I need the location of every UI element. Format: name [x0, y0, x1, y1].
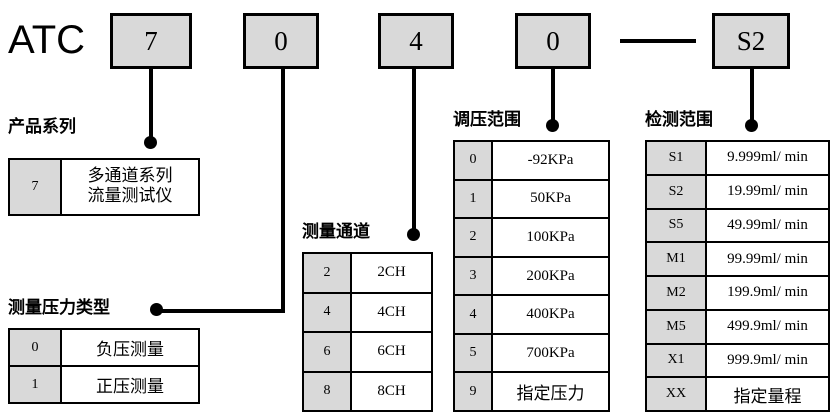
- cell-value: 700KPa: [493, 334, 608, 372]
- cell-value: 8CH: [352, 372, 431, 410]
- cell-code: 5: [455, 334, 493, 372]
- table-row: 8 8CH: [304, 372, 431, 410]
- code-box-series[interactable]: 7: [110, 13, 192, 69]
- cell-code: M5: [647, 310, 707, 343]
- table-row: XX 指定量程: [647, 378, 828, 410]
- cell-value: 4CH: [352, 293, 431, 331]
- table-product-series: 7 多通道系列 流量测试仪: [8, 158, 200, 216]
- table-row: 0 负压测量: [10, 330, 198, 367]
- cell-value: 499.9ml/ min: [707, 310, 828, 343]
- code-box-pressure-range[interactable]: 0: [515, 13, 591, 69]
- cell-code: 4: [455, 296, 493, 333]
- code-box-detection-range[interactable]: S2: [712, 13, 790, 69]
- cell-value: 负压测量: [62, 330, 198, 365]
- table-row: M2 199.9ml/ min: [647, 277, 828, 311]
- cell-code: 0: [10, 330, 62, 365]
- cell-value: 2CH: [352, 254, 431, 292]
- cell-value: -92KPa: [493, 142, 608, 179]
- caption-channels: 测量通道: [302, 222, 370, 242]
- code-box-channels[interactable]: 4: [378, 13, 454, 69]
- connector-line-pressure-type-horizontal: [155, 309, 285, 313]
- cell-value: 100KPa: [493, 219, 608, 256]
- cell-code: 1: [10, 367, 62, 402]
- cell-value: 400KPa: [493, 296, 608, 333]
- cell-code: 2: [304, 254, 352, 292]
- table-row: S1 9.999ml/ min: [647, 142, 828, 176]
- cell-code: 7: [10, 160, 62, 214]
- table-row: 9 指定压力: [455, 373, 608, 411]
- cell-value: 999.9ml/ min: [707, 344, 828, 377]
- cell-value: 6CH: [352, 333, 431, 371]
- table-row: 2 100KPa: [455, 219, 608, 258]
- connector-line-pressure-range: [551, 69, 555, 125]
- caption-pressure-range: 调压范围: [453, 110, 521, 130]
- cell-code: X1: [647, 344, 707, 377]
- connector-dot-detection-range: [745, 119, 758, 132]
- table-row: 2 2CH: [304, 254, 431, 294]
- cell-value-line2: 流量测试仪: [87, 186, 173, 206]
- cell-code: 4: [304, 293, 352, 331]
- cell-code: S1: [647, 142, 707, 174]
- table-row: 5 700KPa: [455, 334, 608, 374]
- cell-code: S5: [647, 209, 707, 242]
- code-box-pressure-type[interactable]: 0: [243, 13, 319, 69]
- cell-code: 8: [304, 372, 352, 410]
- table-row: S5 49.99ml/ min: [647, 209, 828, 244]
- cell-code: 0: [455, 142, 493, 179]
- caption-detection-range: 检测范围: [645, 110, 713, 130]
- cell-code: S2: [647, 175, 707, 208]
- cell-code: XX: [647, 378, 707, 410]
- table-row: M1 99.99ml/ min: [647, 243, 828, 277]
- connector-dot-pressure-range: [546, 119, 559, 132]
- cell-value: 9.999ml/ min: [707, 142, 828, 174]
- table-row: 4 4CH: [304, 293, 431, 333]
- table-detection-range: S1 9.999ml/ min S2 19.99ml/ min S5 49.99…: [645, 140, 830, 412]
- cell-value-line1: 多通道系列: [87, 166, 173, 187]
- cell-value: 99.99ml/ min: [707, 243, 828, 275]
- table-row: 0 -92KPa: [455, 142, 608, 181]
- cell-code: M2: [647, 277, 707, 309]
- connector-line-pressure-type-vertical: [281, 69, 285, 311]
- cell-code: 1: [455, 180, 493, 218]
- cell-value: 正压测量: [62, 367, 198, 402]
- table-row: 4 400KPa: [455, 296, 608, 335]
- connector-dot-pressure-type: [150, 303, 163, 316]
- brand-label: ATC: [8, 18, 86, 62]
- cell-value: 200KPa: [493, 257, 608, 295]
- cell-value: 多通道系列 流量测试仪: [62, 160, 198, 214]
- code-separator-dash: [620, 39, 696, 43]
- table-pressure-type: 0 负压测量 1 正压测量: [8, 328, 200, 404]
- connector-dot-channels: [407, 228, 420, 241]
- table-row: 3 200KPa: [455, 257, 608, 297]
- cell-value: 50KPa: [493, 180, 608, 218]
- table-row: X1 999.9ml/ min: [647, 344, 828, 379]
- table-row: 1 50KPa: [455, 180, 608, 220]
- cell-value: 199.9ml/ min: [707, 277, 828, 309]
- caption-product-series: 产品系列: [8, 117, 76, 137]
- table-row: 7 多通道系列 流量测试仪: [10, 160, 198, 214]
- cell-code: 6: [304, 333, 352, 371]
- table-pressure-range: 0 -92KPa 1 50KPa 2 100KPa 3 200KPa 4 400…: [453, 140, 610, 412]
- cell-code: M1: [647, 243, 707, 275]
- cell-value: 指定压力: [493, 373, 608, 411]
- connector-line-series: [149, 69, 153, 144]
- connector-line-channels: [412, 69, 416, 236]
- table-row: 1 正压测量: [10, 367, 198, 402]
- connector-dot-series: [144, 136, 157, 149]
- caption-pressure-type: 测量压力类型: [8, 298, 110, 318]
- cell-value: 19.99ml/ min: [707, 175, 828, 208]
- cell-value: 指定量程: [707, 378, 828, 410]
- connector-line-detection-range: [750, 69, 754, 125]
- cell-value: 49.99ml/ min: [707, 209, 828, 242]
- cell-code: 3: [455, 257, 493, 295]
- table-row: M5 499.9ml/ min: [647, 310, 828, 345]
- table-channels: 2 2CH 4 4CH 6 6CH 8 8CH: [302, 252, 433, 412]
- table-row: S2 19.99ml/ min: [647, 175, 828, 210]
- cell-code: 2: [455, 219, 493, 256]
- cell-code: 9: [455, 373, 493, 411]
- table-row: 6 6CH: [304, 333, 431, 373]
